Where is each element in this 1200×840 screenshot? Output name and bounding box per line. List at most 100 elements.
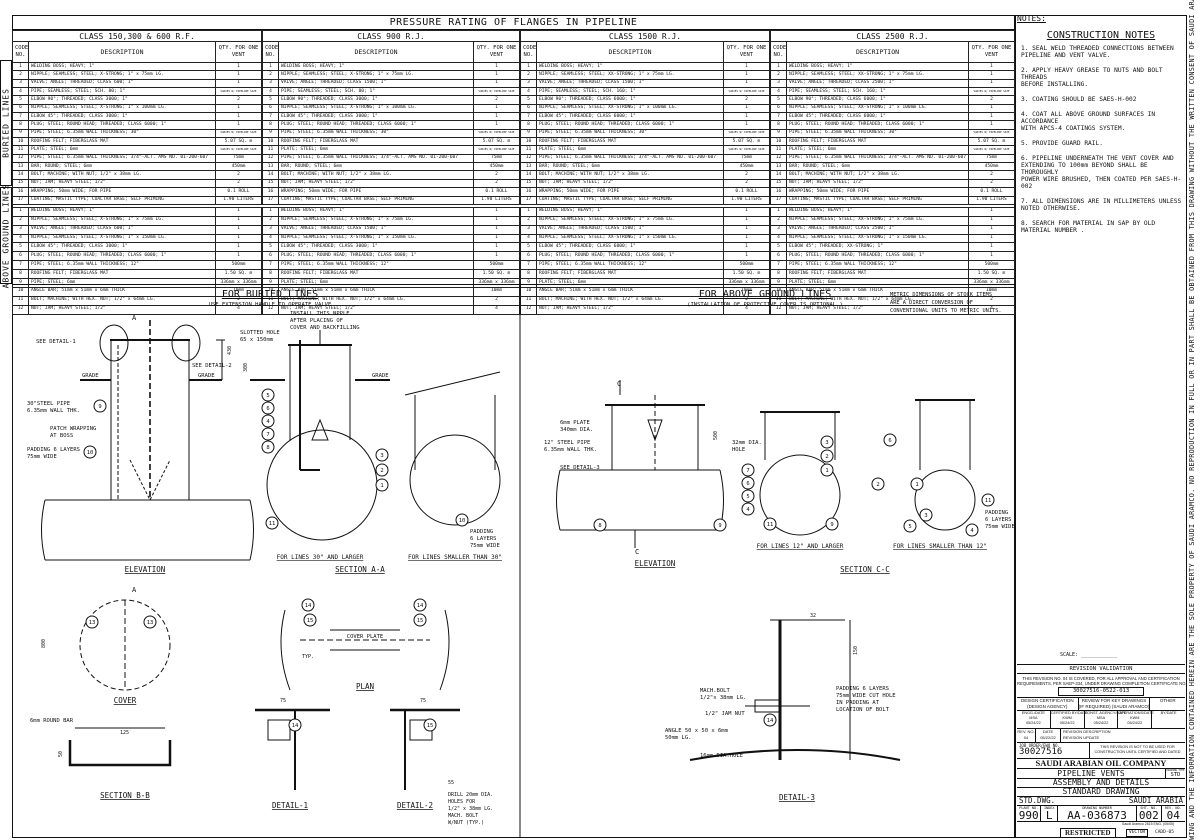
design-cert: DESIGN CERTIFICATION(DESIGN AGENCY): [1017, 698, 1079, 710]
balloon-number: 14: [292, 723, 299, 729]
item-balloon: 13: [143, 615, 157, 629]
padding-label: PADDING 6 LAYERS: [27, 447, 80, 453]
signature-date: 05/24/22: [1093, 721, 1109, 725]
install-nipple-label: INSTALL THIS NPPLE: [290, 311, 350, 317]
drawings-canvas: FOR BURIED LINES USE EXTENSION HANDLE TO…: [27, 284, 1015, 838]
class-table-0: CLASS 150,300 & 600 R.F.CODE NO.DESCRIPT…: [12, 30, 263, 315]
plan-title: PLAN: [356, 682, 374, 691]
form-number: Saudi Aramco 2615 ENG. (05/05): [1122, 822, 1175, 826]
qty-cell: 4: [472, 304, 521, 315]
signature-name: MSA: [1096, 716, 1106, 720]
metric-note-1: METRIC DIMENSIONS OF STOCK ITEMS: [890, 292, 992, 298]
balloon-number: 7: [266, 432, 269, 438]
scale-label: SCALE: ____________: [1060, 652, 1118, 658]
signature-date: 05/24/22: [1026, 721, 1041, 725]
code-cell: 12: [12, 304, 29, 315]
nfc-line-2: CONSTRUCTION UNTIL CERTIFIED AND DATED: [1094, 750, 1181, 754]
item-balloon: 8: [593, 518, 607, 532]
item-balloon: 9: [825, 517, 839, 531]
field-label: SHT. NO.: [1140, 806, 1158, 810]
qty-cell: 4: [723, 304, 770, 315]
dim-125: 125: [120, 730, 129, 736]
balloon-number: 2: [825, 454, 828, 460]
field-value: L: [1045, 809, 1053, 822]
typ-label: TYP.: [302, 654, 314, 660]
dia-hole-16-label: 16mm DIA.HOLE: [700, 753, 743, 759]
balloon-number: 6: [888, 438, 891, 444]
field-value: 04: [1166, 809, 1180, 822]
construction-note: 5. PROVIDE GUARD RAIL.: [1021, 140, 1103, 147]
review-key: REVIEW FOR KEY DRAWINGS(IF REQUIRED) (SA…: [1079, 698, 1151, 710]
install-nipple-label-3: COVER AND BACKFILLING: [290, 325, 360, 331]
signature-label: CONST. AGENCY/DATE: [1084, 711, 1127, 715]
padding-cut-label-3: IN PADDING AT: [836, 700, 880, 706]
rev-date-value: 05/22/22: [1040, 734, 1056, 740]
other-header: OTHER: [1159, 698, 1176, 703]
balloon-number: 4: [970, 528, 974, 534]
job-row: JOB ORDER/EWO NO.30027516 THIS REVISION …: [1017, 743, 1185, 759]
design-agency: (DESIGN AGENCY): [1027, 703, 1068, 709]
dim-50: 50: [58, 751, 64, 757]
signature-label: ENGG./DATE: [1021, 711, 1045, 715]
qty-cell: 1.90 LITERS: [968, 195, 1015, 205]
field-label: DRAWING NUMBER: [1082, 806, 1112, 810]
steel-pipe-12-thk: 6.35mm WALL THK.: [544, 447, 597, 453]
item-balloon: 7: [741, 463, 755, 477]
see-detail-1-label: SEE DETAIL-1: [36, 339, 76, 345]
balloon-number: 1: [825, 468, 828, 474]
padding-cut-label-2: 75mm WIDE CUT HOLE: [836, 693, 896, 699]
signature-label: BY/DATE: [1160, 711, 1177, 715]
balloon-number: 4: [266, 419, 270, 425]
steel-pipe-30-label: 30"STEEL PIPE: [27, 401, 70, 407]
balloon-number: 6: [266, 406, 269, 412]
item-balloon: 11: [763, 517, 777, 531]
mach-bolt-label: MACH.BOLT: [700, 688, 730, 694]
detail-3-title: DETAIL-3: [779, 793, 815, 802]
section-mark-a-top: A: [132, 314, 137, 322]
job-number: 30027516: [1019, 747, 1063, 757]
dim-500: 500: [713, 431, 719, 440]
qty-header: QTY. FOR ONE VENT: [214, 41, 263, 63]
padding-section-label: PADDING: [470, 529, 493, 535]
balloon-number: 5: [746, 494, 749, 500]
drill-label-2: HOLES FOR: [448, 799, 476, 805]
qty-cell: 4: [214, 304, 263, 315]
see-detail-3-label: SEE DETAIL-3: [560, 465, 600, 471]
above-ground-side-label: ABOVE GROUND LINES: [0, 183, 12, 288]
item-balloon: 3: [375, 448, 389, 462]
rev-date-header: DATE: [1042, 729, 1054, 734]
padding-c-label-3: 75mm WIDE: [985, 524, 1015, 530]
balloon-number: 14: [305, 603, 312, 609]
install-nipple-label-2: AFTER PLACING OF: [290, 318, 343, 324]
construction-notes-title: CONSTRUCTION NOTES: [1046, 30, 1156, 41]
balloon-number: 14: [767, 718, 774, 724]
lines-12-smaller: FOR LINES SMALLER THAN 12": [893, 543, 987, 550]
signature-name: MSA: [1029, 716, 1038, 720]
plate-6mm-label: 6mm PLATE: [560, 420, 590, 426]
construction-note: 7. ALL DIMENSIONS ARE IN MILLIMETERS UNL…: [1021, 198, 1182, 212]
item-balloon: 1: [375, 478, 389, 492]
lines-30-larger: FOR LINES 30" AND LARGER: [277, 554, 364, 561]
balloon-number: 10: [459, 518, 466, 524]
qty-cell: 4: [968, 304, 1015, 315]
balloon-number: 15: [417, 618, 424, 624]
item-balloon: 10: [455, 513, 469, 527]
nfc-line-1: THIS REVISION IS NOT TO BE USED FOR: [1100, 745, 1175, 749]
proprietary-margin-text: THIS DRAWING AND THE INFORMATION CONTAIN…: [1186, 0, 1198, 840]
field-value: 002: [1138, 809, 1159, 822]
drawing-title-1: PIPELINE VENTS: [1017, 769, 1165, 779]
drawing-type-label: DRAWING TYPE: [1166, 769, 1185, 772]
dim-300: 300: [243, 363, 249, 372]
balloon-number: 15: [427, 723, 434, 729]
dim-55: 55: [448, 780, 454, 786]
elevation-buried-title: ELEVATION: [125, 565, 166, 574]
